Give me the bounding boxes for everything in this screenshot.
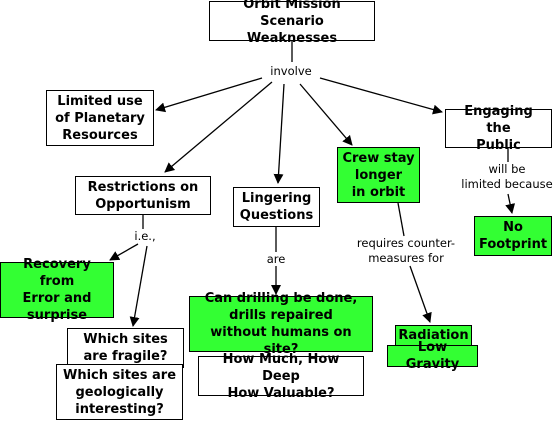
edge-ie-fragile: [129, 245, 148, 327]
node-how-much-how-deep[interactable]: How Much, How Deep How Valuable?: [198, 352, 364, 401]
node-which-sites-fragile[interactable]: Which sites are fragile?: [67, 328, 184, 368]
node-orbit-mission-weaknesses[interactable]: Orbit Mission Scenario Weaknesses: [209, 0, 375, 46]
edge-involve-limited-use: [155, 77, 263, 113]
edge-involve-crew: [299, 83, 353, 146]
link-label-are: are: [266, 252, 286, 266]
node-no-footprint[interactable]: No Footprint: [474, 216, 552, 256]
node-which-sites-geologically-interesting[interactable]: Which sites are geologically interesting…: [56, 364, 183, 420]
edge-involve-lingering: [273, 83, 285, 184]
edge-willbe-nofootprint: [505, 193, 516, 214]
edge-involve-restrictions: [164, 81, 273, 173]
edge-involve-engaging: [319, 77, 443, 115]
node-engaging-the-public[interactable]: Engaging the Public: [445, 104, 552, 153]
link-label-involve: involve: [270, 64, 312, 78]
node-limited-use-planetary-resources[interactable]: Limited use of Planetary Resources: [46, 90, 154, 146]
node-low-gravity[interactable]: Low Gravity: [387, 340, 478, 372]
node-restrictions-on-opportunism[interactable]: Restrictions on Opportunism: [75, 176, 211, 215]
link-label-will-be-limited: will be limited because: [461, 162, 553, 191]
edge-requires-radiation: [409, 265, 432, 323]
node-recovery-from-error[interactable]: Recovery from Error and surprise: [0, 257, 114, 323]
node-crew-stay-longer[interactable]: Crew stay longer in orbit: [337, 147, 420, 203]
node-can-drilling-be-done[interactable]: Can drilling be done, drills repaired wi…: [189, 291, 373, 357]
node-lingering-questions[interactable]: Lingering Questions: [233, 187, 320, 227]
edge-crew-requires: [397, 202, 405, 237]
link-label-requires-countermeasures: requires counter- measures for: [356, 236, 456, 265]
edge-ie-recovery: [109, 243, 139, 261]
link-label-ie: i.e.,: [134, 229, 156, 243]
